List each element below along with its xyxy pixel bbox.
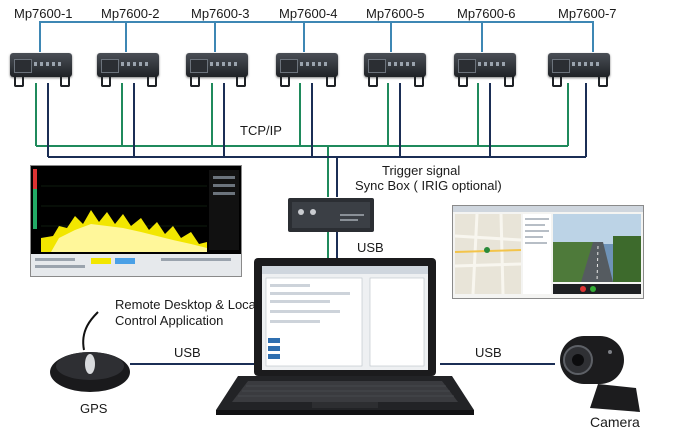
sync-box-label: Sync Box ( IRIG optional) — [355, 178, 502, 193]
device-mp7600-2 — [97, 53, 159, 87]
usb-camera-label: USB — [475, 345, 502, 360]
camera-label: Camera — [590, 414, 640, 430]
map-video-screenshot — [452, 205, 644, 299]
device-mp7600-7 — [548, 53, 610, 87]
usb-sync-label: USB — [357, 240, 384, 255]
gps-receiver — [50, 311, 130, 392]
device-mp7600-4 — [276, 53, 338, 87]
device-label-1: Mp7600-1 — [14, 6, 73, 21]
device-mp7600-1 — [10, 53, 72, 87]
device-label-5: Mp7600-5 — [366, 6, 425, 21]
device-label-4: Mp7600-4 — [279, 6, 338, 21]
device-label-6: Mp7600-6 — [457, 6, 516, 21]
trigger-bus — [35, 83, 569, 262]
device-label-7: Mp7600-7 — [558, 6, 617, 21]
remote-desktop-label-line1: Remote Desktop & Local — [115, 297, 259, 312]
tcpip-bus — [47, 83, 587, 262]
laptop — [216, 258, 474, 415]
usb-gps-label: USB — [174, 345, 201, 360]
remote-desktop-label-line2: Control Application — [115, 313, 224, 328]
device-mp7600-5 — [364, 53, 426, 87]
top-link-bus — [39, 21, 594, 52]
device-label-2: Mp7600-2 — [101, 6, 160, 21]
spectrum-analyzer-screenshot — [30, 165, 242, 277]
device-label-3: Mp7600-3 — [191, 6, 250, 21]
trigger-signal-label: Trigger signal — [382, 163, 461, 178]
tcpip-label: TCP/IP — [240, 123, 282, 138]
gps-label: GPS — [80, 401, 108, 416]
device-mp7600-3 — [186, 53, 248, 87]
device-mp7600-6 — [454, 53, 516, 87]
sync-box — [288, 198, 374, 232]
webcam — [560, 336, 640, 412]
